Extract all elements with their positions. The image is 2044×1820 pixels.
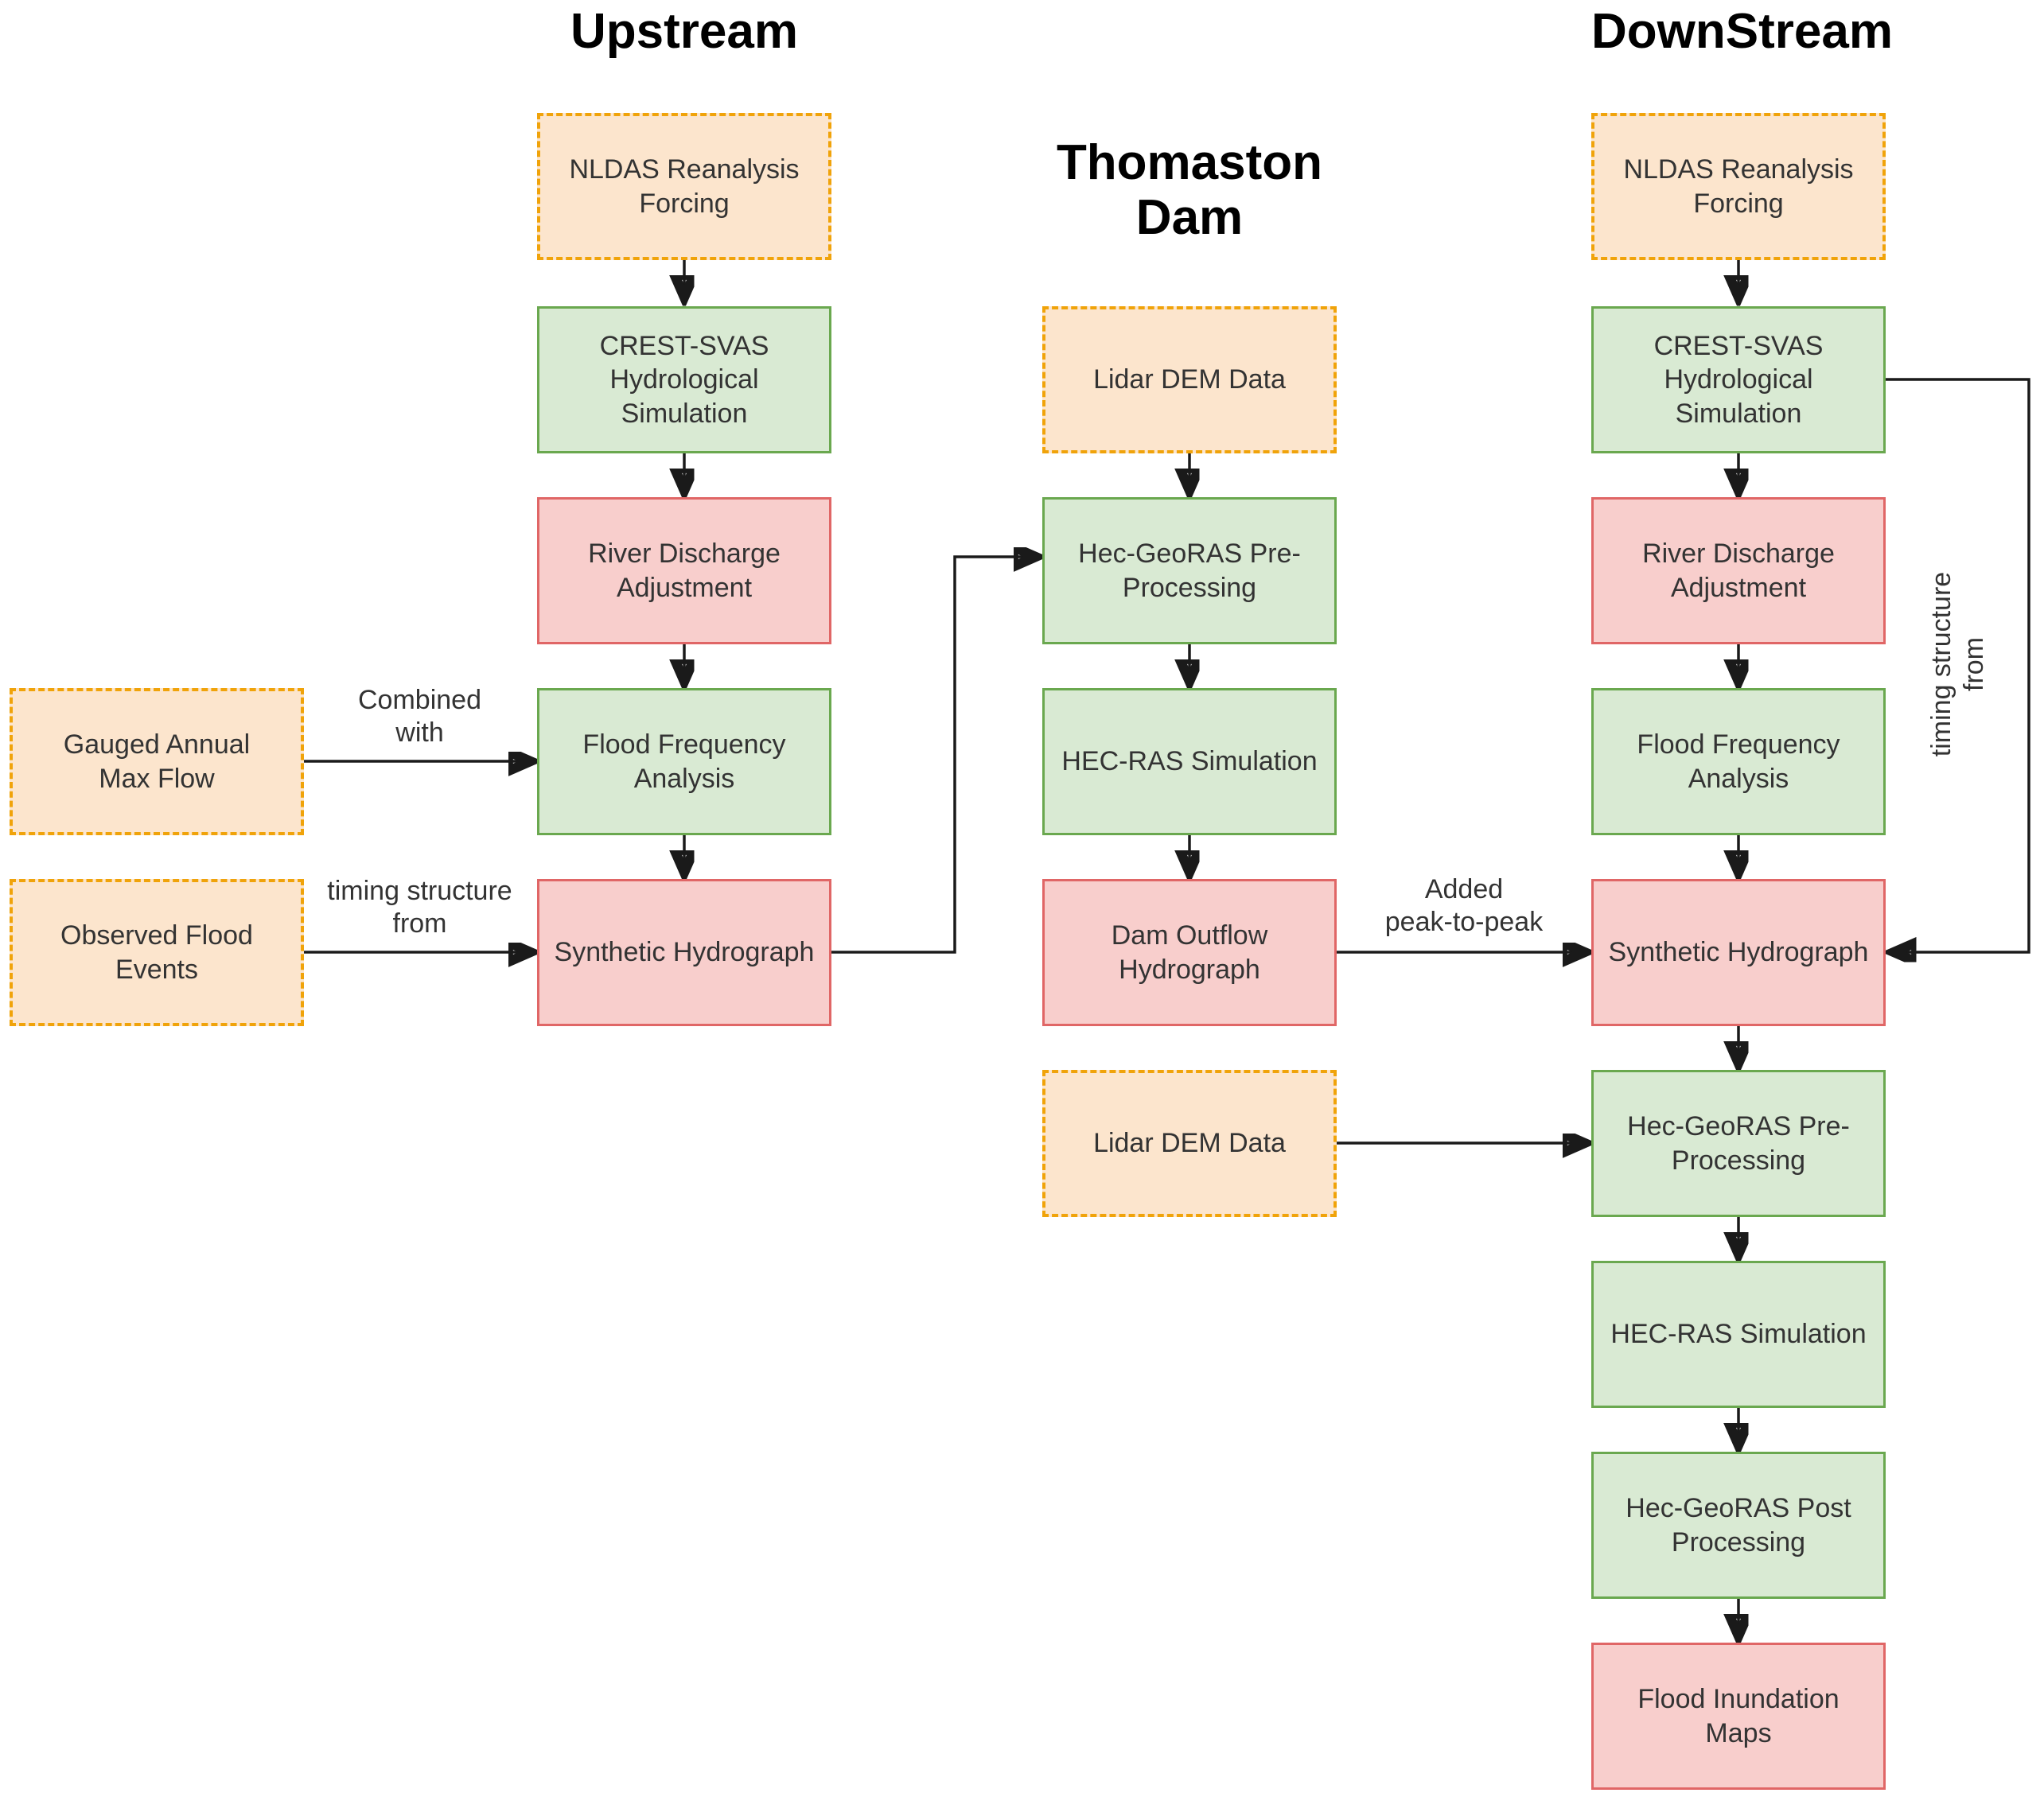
node-upstream-crest-svas-simulation: CREST-SVAS Hydrological Simulation [537,306,831,453]
edge-label-added-peak-to-peak: Added peak-to-peak [1384,874,1544,937]
node-upstream-flood-frequency-analysis: Flood Frequency Analysis [537,688,831,835]
downstream-column-title: DownStream [1591,4,1893,59]
node-downstream-flood-inundation-maps: Flood Inundation Maps [1591,1643,1886,1790]
arrow-up-synthetic-to-mid-hecgeoras-pre [831,557,1034,954]
node-mid-dam-outflow-hydrograph: Dam Outflow Hydrograph [1042,879,1337,1026]
node-mid-lidar-dem-data-1: Lidar DEM Data [1042,306,1337,453]
node-mid-hecgeoras-pre-processing: Hec-GeoRAS Pre- Processing [1042,497,1337,644]
node-downstream-hecras-simulation: HEC-RAS Simulation [1591,1261,1886,1408]
node-upstream-nldas-reanalysis-forcing: NLDAS Reanalysis Forcing [537,113,831,260]
node-observed-flood-events: Observed Flood Events [10,879,304,1026]
node-downstream-crest-svas-simulation: CREST-SVAS Hydrological Simulation [1591,306,1886,453]
node-downstream-river-discharge-adjustment: River Discharge Adjustment [1591,497,1886,644]
node-mid-hecras-simulation: HEC-RAS Simulation [1042,688,1337,835]
node-downstream-synthetic-hydrograph: Synthetic Hydrograph [1591,879,1886,1026]
edge-label-timing-structure-from-feedback: timing structure from [1926,571,1989,757]
upstream-column-title: Upstream [570,4,798,59]
thomaston-dam-column-title: Thomaston Dam [1056,135,1323,246]
node-downstream-hecgeoras-post-processing: Hec-GeoRAS Post Processing [1591,1452,1886,1599]
node-mid-lidar-dem-data-2: Lidar DEM Data [1042,1070,1337,1217]
node-downstream-flood-frequency-analysis: Flood Frequency Analysis [1591,688,1886,835]
node-downstream-hecgeoras-pre-processing: Hec-GeoRAS Pre- Processing [1591,1070,1886,1217]
edge-label-timing-structure-from: timing structure from [327,876,512,939]
edge-label-combined-with: Combined with [358,685,481,748]
node-upstream-synthetic-hydrograph: Synthetic Hydrograph [537,879,831,1026]
node-upstream-river-discharge-adjustment: River Discharge Adjustment [537,497,831,644]
node-gauged-annual-max-flow: Gauged Annual Max Flow [10,688,304,835]
node-downstream-nldas-reanalysis-forcing: NLDAS Reanalysis Forcing [1591,113,1886,260]
